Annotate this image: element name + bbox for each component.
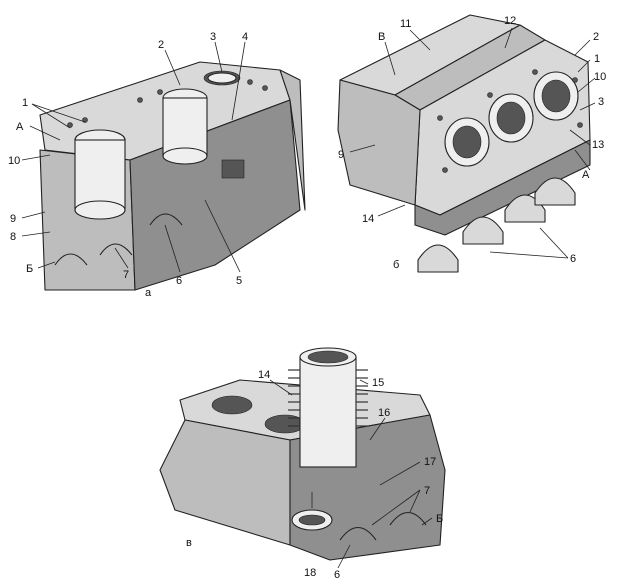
fig-a-callout: 2	[158, 39, 164, 51]
fig-v-callout: Б	[436, 513, 443, 525]
fig-a-callout: 7	[123, 269, 129, 281]
fig-v-callout: 6	[334, 569, 340, 581]
fig-a-callout: 3	[210, 31, 216, 43]
fig-b-callout: В	[378, 31, 385, 43]
fig-v-caption: в	[186, 537, 192, 549]
fig-a-callout: 8	[10, 231, 16, 243]
figure-a-inline-block: 1 2 3 4 А 10 9 8 Б 7 6 5 а	[8, 31, 306, 299]
fig-v-callout: 7	[424, 485, 430, 497]
figure-b-v-block: В 11 12 2 1 10 3 9 13 А 14 6 б	[337, 14, 606, 273]
fig-b-callout: 3	[598, 96, 604, 108]
fig-v-callout: 16	[378, 407, 390, 419]
fig-a-callout: 10	[8, 155, 20, 167]
fig-b-callout: 11	[400, 18, 411, 30]
fig-b-callout: А	[582, 169, 590, 181]
fig-a-callout: 4	[242, 31, 248, 43]
fig-b-callout: 1	[594, 53, 600, 65]
fig-a-callout: А	[16, 121, 24, 133]
fig-a-callout: 9	[10, 213, 16, 225]
fig-a-callout: Б	[26, 263, 33, 275]
fig-b-caption: б	[393, 259, 399, 271]
fig-b-callout: 2	[593, 31, 599, 43]
fig-b-callout: 6	[570, 253, 576, 265]
fig-b-callout: 14	[362, 213, 374, 225]
fig-b-callout: 13	[592, 139, 604, 151]
liner-fins	[288, 369, 368, 427]
fig-b-callout: 10	[594, 71, 606, 83]
fig-a-callout: 5	[236, 275, 242, 287]
fig-b-callout: 12	[504, 15, 516, 27]
fig-v-callout: 15	[372, 377, 384, 389]
fig-v-callout: 17	[424, 456, 436, 468]
fig-a-callout: 6	[176, 275, 182, 287]
fig-v-callout: 14	[258, 369, 270, 381]
fig-b-callout: 9	[338, 149, 344, 161]
fig-a-callout: 1	[22, 97, 28, 109]
fig-a-caption: а	[145, 287, 152, 299]
figure-v-cutaway-block: 14 15 16 17 7 Б 18 6 в	[159, 347, 446, 581]
fig-v-callout: 18	[304, 567, 316, 579]
